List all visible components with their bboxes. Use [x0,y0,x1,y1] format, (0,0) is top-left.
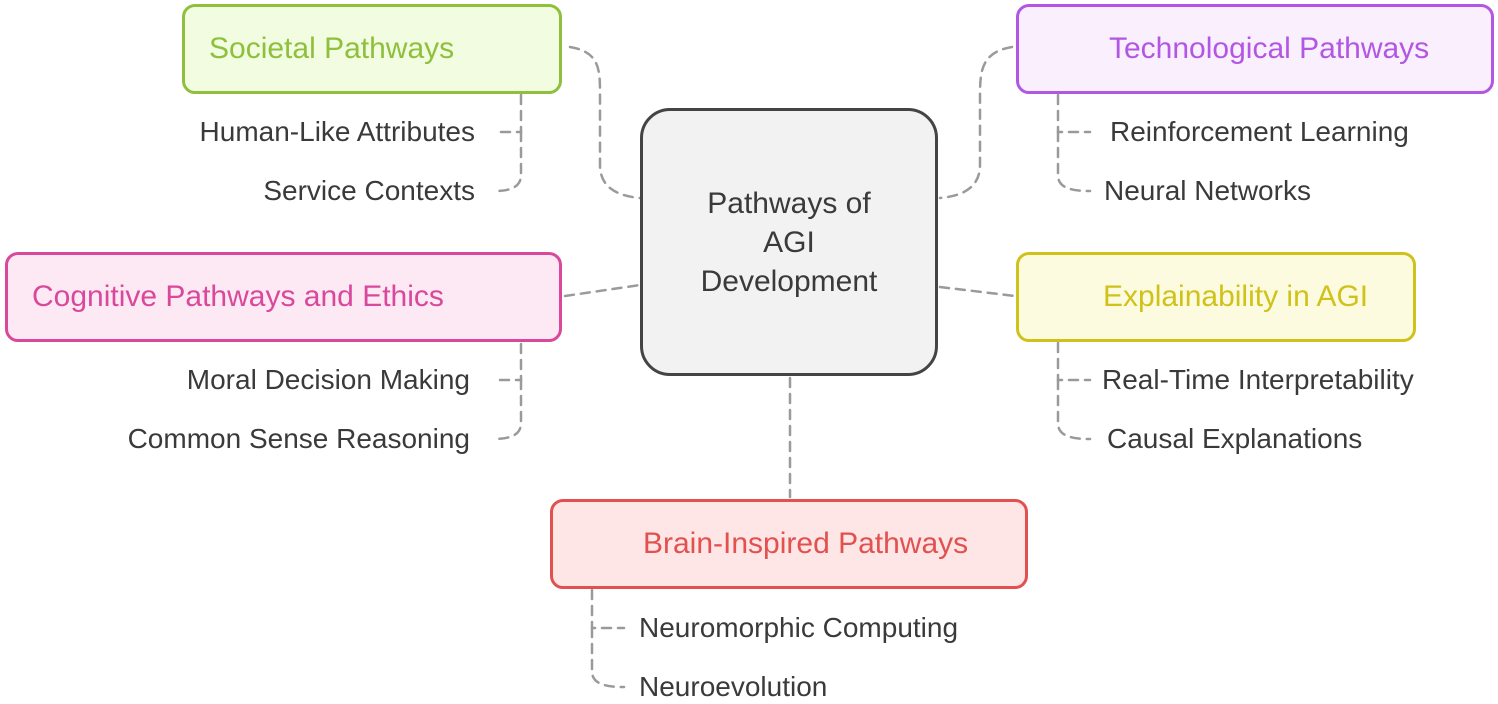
leaf-common-sense-reasoning[interactable]: Common Sense Reasoning [127,423,470,454]
connector-societal [568,45,642,200]
leaf-neuromorphic-computing[interactable]: Neuromorphic Computing [639,612,959,643]
leaf-neural-networks[interactable]: Neural Networks [1104,175,1311,206]
connector-cognitive [563,283,642,298]
connector-technological-leaf-1 [1056,93,1092,134]
leaf-real-time-interpretability[interactable]: Real-Time Interpretability [1102,364,1414,395]
branch-technological-title: Technological Pathways [1109,32,1430,65]
branch-brain-inspired-pathways[interactable]: Brain-Inspired Pathways [550,499,1028,589]
connector-brain-leaf-1 [590,588,626,630]
leaf-human-like-attributes[interactable]: Human-Like Attributes [199,116,475,147]
connector-cognitive-leaf-2 [491,378,523,441]
branch-brain-title: Brain-Inspired Pathways [643,527,969,560]
branch-explainability-in-agi[interactable]: Explainability in AGI [1016,252,1416,342]
connector-explainability [938,285,1017,298]
leaf-service-contexts[interactable]: Service Contexts [263,175,475,206]
connector-societal-leaf-1 [493,93,523,134]
leaf-causal-explanations[interactable]: Causal Explanations [1107,423,1363,454]
branch-cognitive-title: Cognitive Pathways and Ethics [32,280,444,313]
leaf-reinforcement-learning[interactable]: Reinforcement Learning [1110,116,1409,147]
leaf-moral-decision-making[interactable]: Moral Decision Making [186,364,470,395]
branch-technological-pathways[interactable]: Technological Pathways [1016,4,1494,94]
connector-technological [938,45,1014,200]
branch-cognitive-pathways-ethics[interactable]: Cognitive Pathways and Ethics [5,252,562,342]
connector-brain-leaf-2 [590,626,626,689]
connector-explainability-leaf-2 [1056,378,1092,441]
leaf-neuroevolution[interactable]: Neuroevolution [639,671,828,702]
central-topic-node[interactable]: Pathways of AGI Development [640,108,938,376]
branch-societal-pathways[interactable]: Societal Pathways [182,4,562,94]
connector-societal-leaf-2 [493,130,523,193]
central-topic-label: Pathways of AGI Development [700,186,878,298]
branch-explainability-title: Explainability in AGI [1103,280,1369,313]
branch-societal-title: Societal Pathways [209,32,455,65]
connector-technological-leaf-2 [1056,130,1092,193]
connector-cognitive-leaf-1 [491,342,523,382]
connector-explainability-leaf-1 [1056,341,1092,382]
